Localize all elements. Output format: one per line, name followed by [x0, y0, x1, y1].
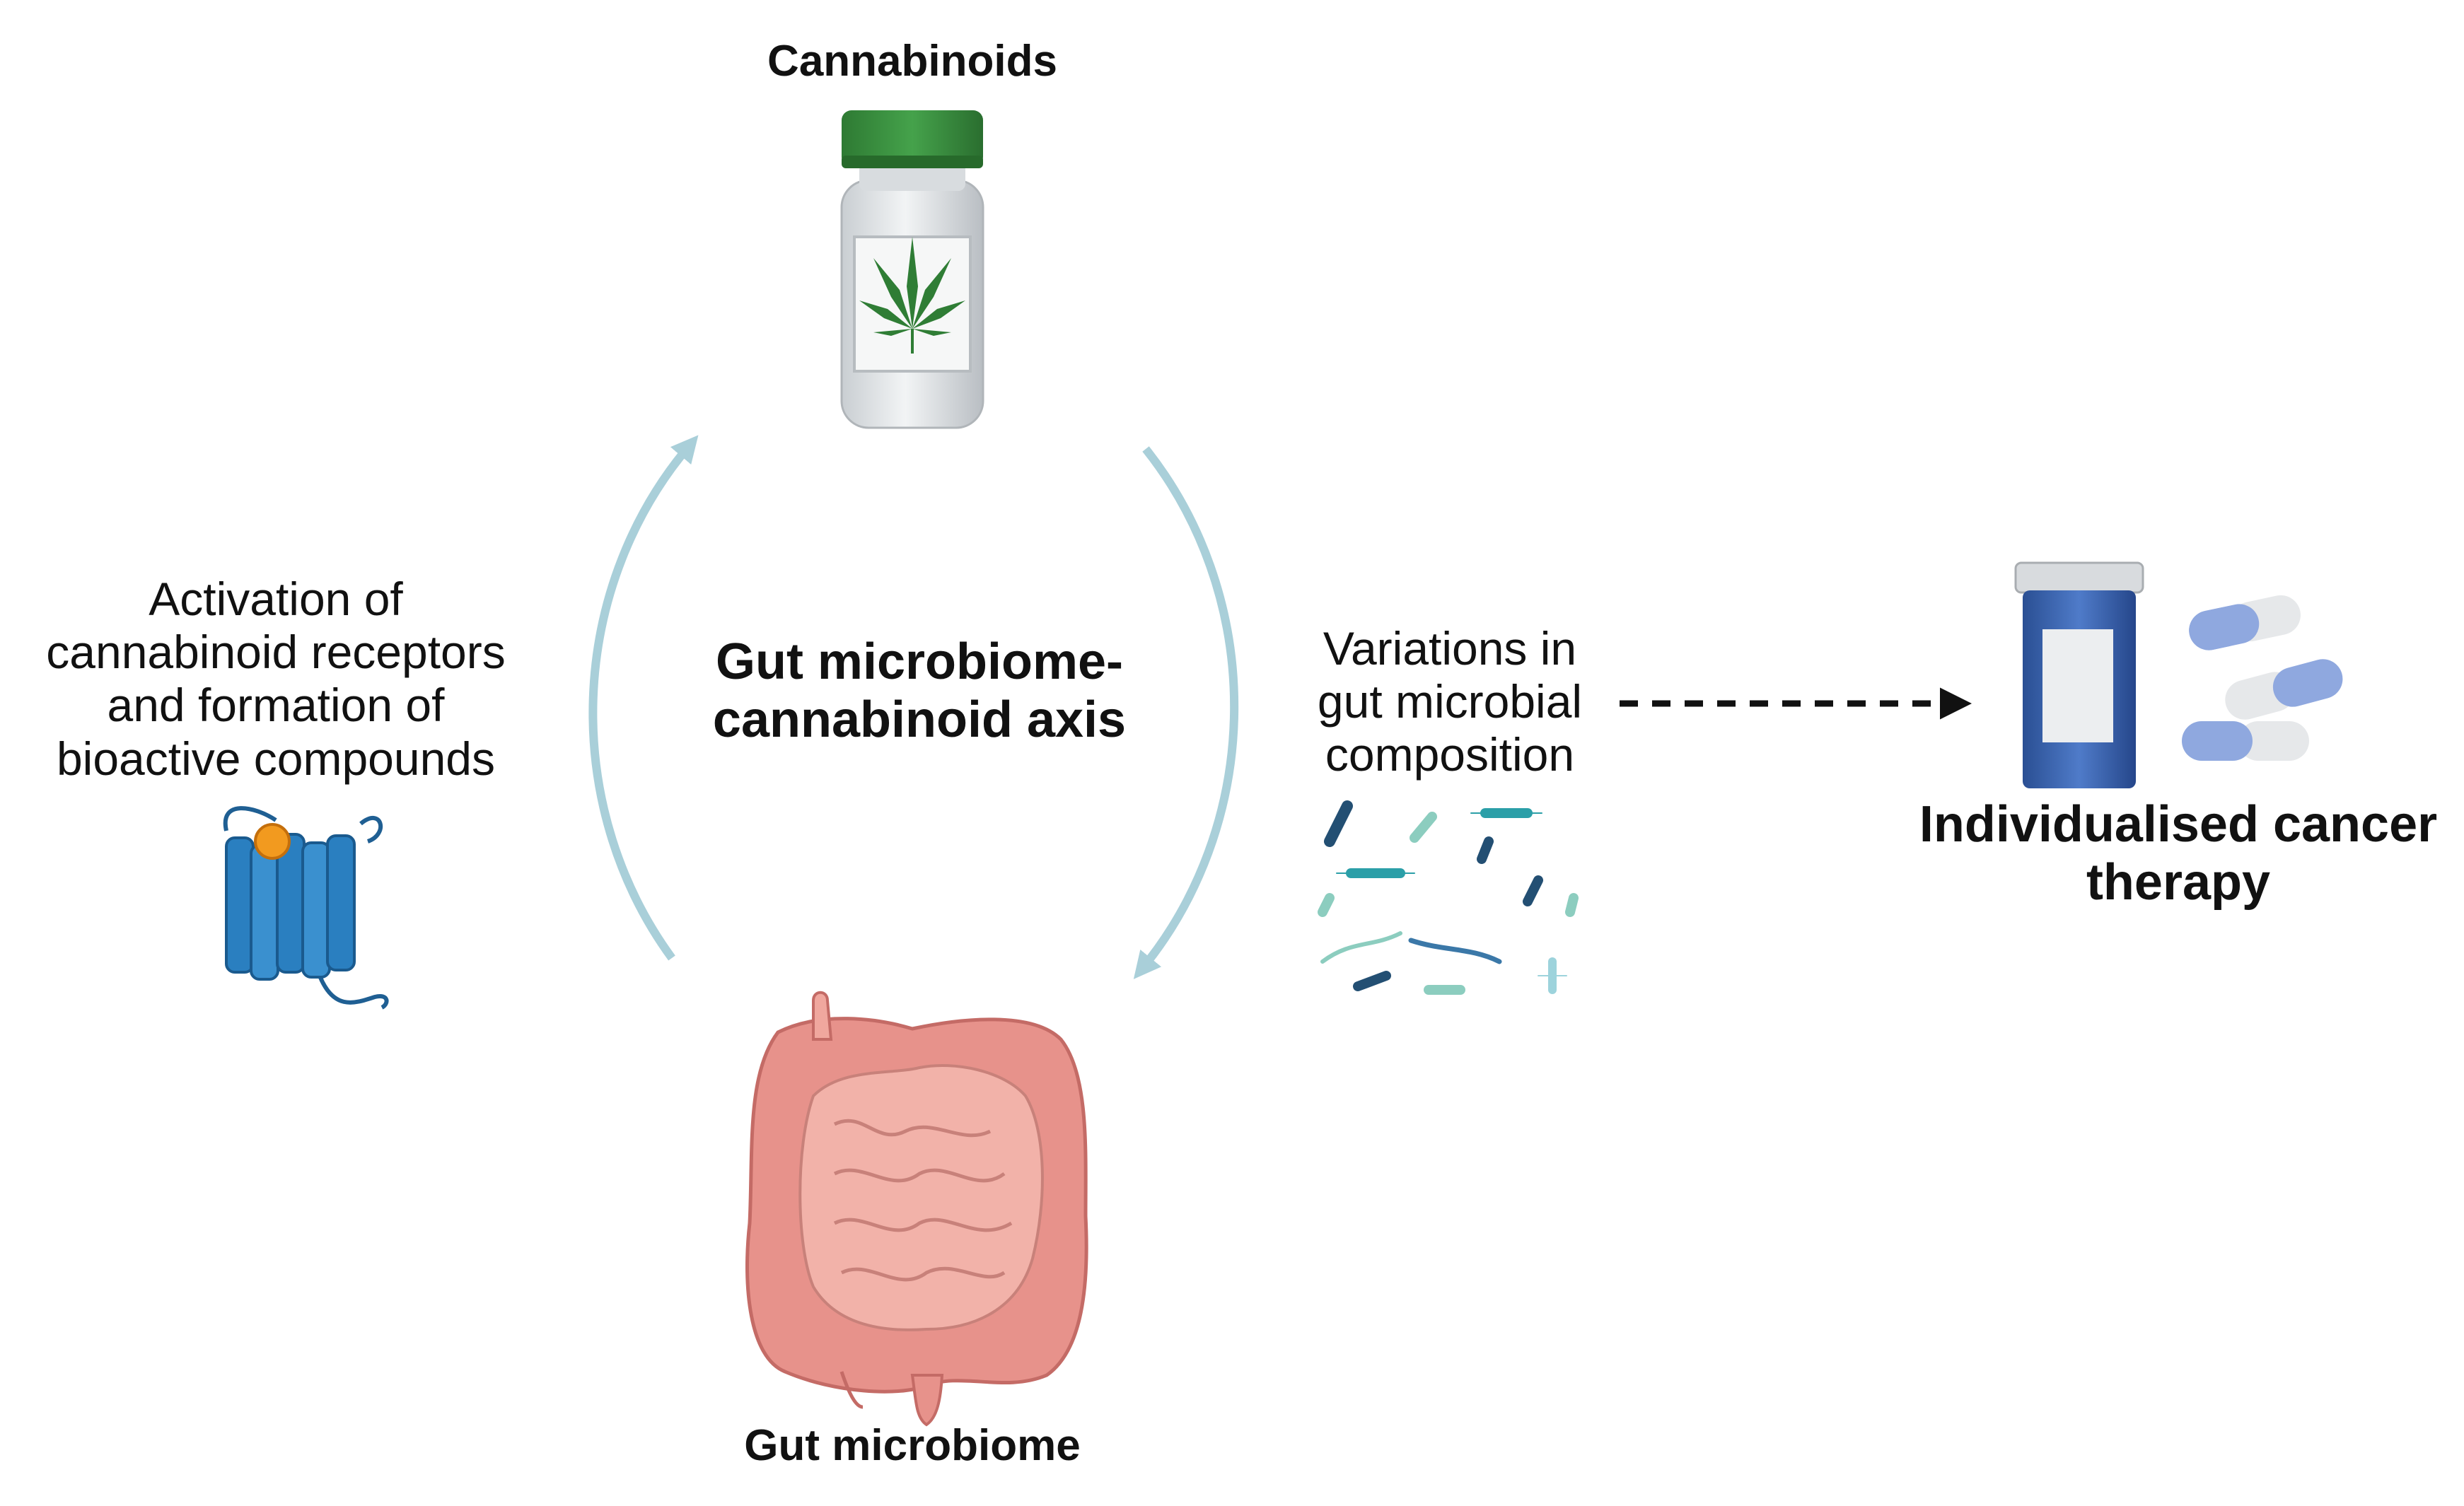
gut-microbiome-label: Gut microbiome: [744, 1421, 1081, 1470]
variation-text: Variations in gut microbial composition: [1266, 622, 1634, 782]
axis-title-line-1: Gut microbiome-: [715, 634, 1124, 690]
variation-line-3: composition: [1325, 728, 1575, 781]
therapy-line-1: Individualised cancer: [1919, 796, 2438, 853]
pill-bottle-icon: [2014, 561, 2144, 788]
therapy-label: Individualised cancer therapy: [1874, 795, 2464, 911]
variation-line-2: gut microbial: [1317, 675, 1583, 728]
cannabinoids-label: Cannabinoids: [767, 37, 1057, 86]
variation-line-1: Variations in: [1323, 622, 1577, 675]
cannabis-leaf-icon: [859, 237, 965, 354]
activation-line-2: cannabinoid receptors: [46, 626, 506, 679]
activation-line-1: Activation of: [149, 573, 403, 625]
cycle-arrow-left: [588, 435, 699, 961]
axis-title: Gut microbiome- cannabinoid axis: [637, 633, 1202, 749]
activation-text: Activation of cannabinoid receptors and …: [7, 573, 545, 786]
cannabis-bottle-icon: [840, 110, 984, 429]
cycle-arrow-right: [1133, 446, 1239, 979]
activation-line-3: and formation of: [107, 679, 445, 732]
cannabinoid-receptor-icon: [223, 806, 389, 1010]
therapy-line-2: therapy: [2086, 854, 2271, 911]
activation-line-4: bioactive compounds: [56, 732, 496, 785]
bacteria-cluster-icon: [1318, 800, 1579, 995]
axis-title-line-2: cannabinoid axis: [712, 691, 1127, 749]
capsule-icon: [2182, 595, 2343, 761]
intestine-icon: [745, 991, 1088, 1427]
